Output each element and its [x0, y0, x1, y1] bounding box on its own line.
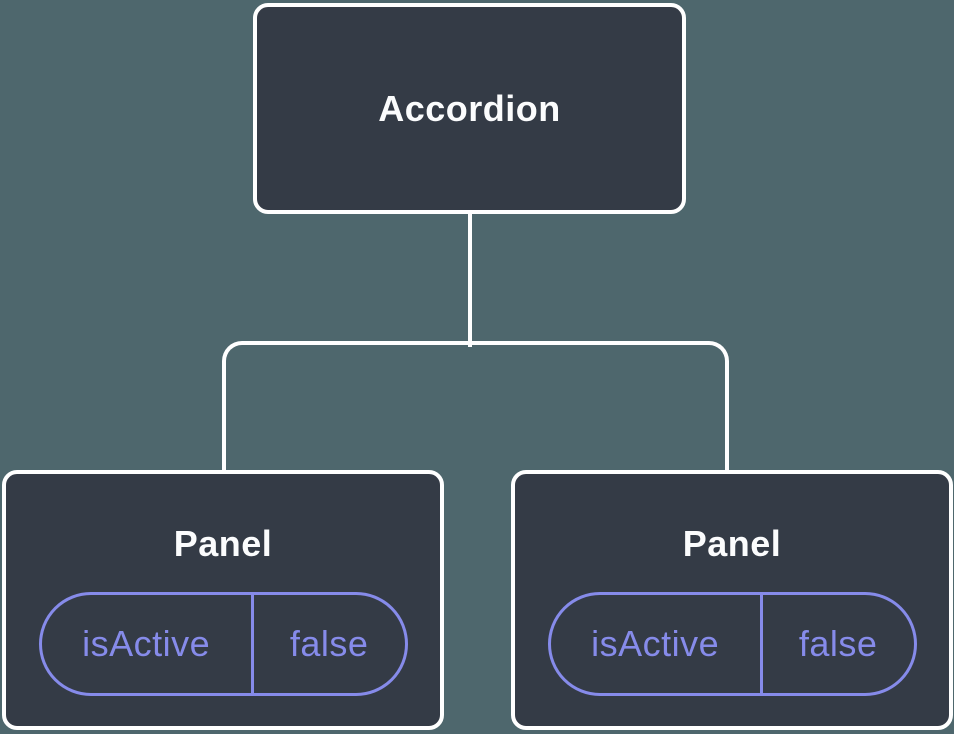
panel-2-state-value: false — [798, 623, 878, 664]
connector-branch-bracket — [222, 341, 729, 470]
panel-1-state-key: isActive — [42, 595, 254, 693]
accordion-node-label: Accordion — [378, 87, 561, 129]
panel-node-1: Panel isActive false — [2, 470, 444, 730]
panel-1-label: Panel — [173, 523, 273, 564]
panel-1-state-pill: isActive false — [38, 592, 408, 696]
panel-2-state-pill: isActive false — [547, 592, 917, 696]
panel-2-label: Panel — [682, 523, 782, 564]
connector-root-stem — [468, 214, 472, 347]
panel-node-2: Panel isActive false — [511, 470, 953, 730]
accordion-node: Accordion — [253, 3, 686, 214]
panel-1-state-value: false — [289, 623, 369, 664]
panel-2-state-key: isActive — [551, 595, 763, 693]
